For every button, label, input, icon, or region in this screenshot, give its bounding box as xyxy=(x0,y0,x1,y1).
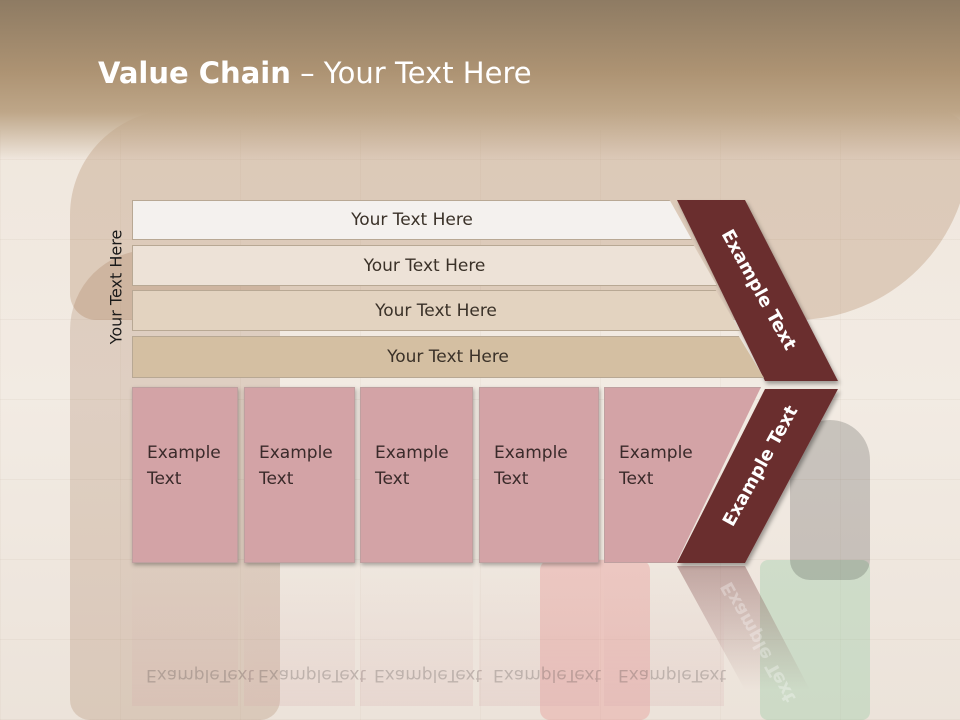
cell-3-line2: Text xyxy=(375,469,410,489)
title-rest: – Your Text Here xyxy=(290,56,532,90)
cell-4-reflection: ExampleText xyxy=(479,566,601,706)
title-band xyxy=(0,0,960,160)
arrow-upper-chevron xyxy=(677,200,838,381)
cell-5-line1: Example xyxy=(619,443,693,463)
bar-3: Your Text Here xyxy=(132,290,740,331)
cell-4: Example Text xyxy=(479,387,599,563)
cell-4-line1: Example xyxy=(494,443,568,463)
cell-2-reflection: ExampleText xyxy=(244,566,366,706)
cell-3-line1: Example xyxy=(375,443,449,463)
title-bold: Value Chain xyxy=(98,56,291,90)
cell-1: Example Text xyxy=(132,387,238,563)
bar-2: Your Text Here xyxy=(132,245,717,286)
cell-2-line2: Text xyxy=(259,469,294,489)
cell-1-line1: Example xyxy=(147,443,221,463)
cell-1-reflection: ExampleText xyxy=(132,566,254,706)
slide-title: Value Chain – Your Text Here xyxy=(98,56,532,90)
cell-3-reflection: ExampleText xyxy=(360,566,482,706)
bar-4: Your Text Here xyxy=(132,336,764,378)
cell-3: Example Text xyxy=(360,387,473,563)
arrow-reflection xyxy=(677,566,810,690)
arrow-lower-chevron xyxy=(677,389,838,563)
cell-5-reflection: ExampleText xyxy=(604,566,726,706)
cell-4-line2: Text xyxy=(494,469,529,489)
bar-1: Your Text Here xyxy=(132,200,692,240)
cell-2-line1: Example xyxy=(259,443,333,463)
cell-2: Example Text xyxy=(244,387,355,563)
cell-5-line2: Text xyxy=(619,469,654,489)
cell-1-line2: Text xyxy=(147,469,182,489)
